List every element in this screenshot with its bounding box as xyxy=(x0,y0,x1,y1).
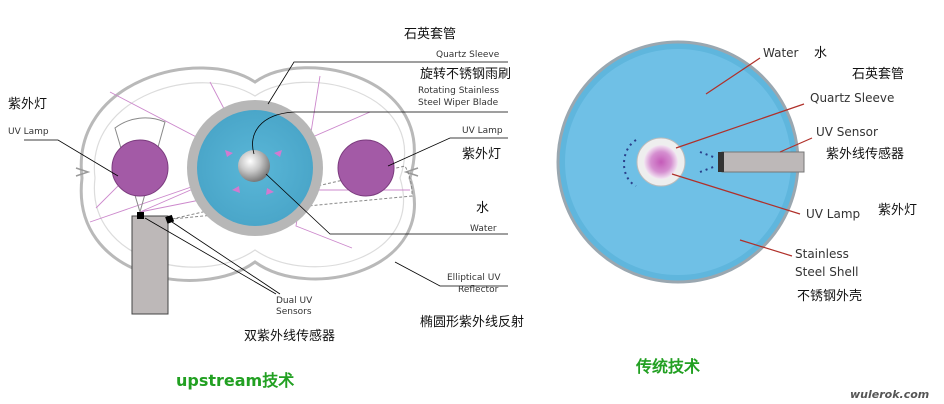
watermark: wulerok.com xyxy=(850,388,929,401)
uv-lamp-center xyxy=(644,145,678,179)
wiper-blade-ball xyxy=(238,150,270,182)
uv-sensor-face xyxy=(718,152,724,172)
uv-lamp-right-diagram-label-en: UV Lamp xyxy=(806,207,860,221)
reflector-notch-right xyxy=(403,167,419,177)
shell-label-cn: 不锈钢外壳 xyxy=(797,289,862,304)
lamp-left-view-cone xyxy=(114,117,166,214)
quartz-label-right-cn: 石英套管 xyxy=(852,66,904,82)
wiper-label-en-line2: Steel Wiper Blade xyxy=(418,98,499,108)
wiper-label-en-line1: Rotating Stainless xyxy=(418,86,499,96)
left-leader-lines xyxy=(24,61,508,295)
reflector-notch-left xyxy=(75,167,91,177)
water-label-right-en: Water xyxy=(763,46,799,60)
elliptical-reflector-inner xyxy=(93,81,406,268)
reflector-label-cn: 椭圆形紫外线反射 xyxy=(420,314,524,330)
sensor-housing xyxy=(131,215,169,315)
water-label-cn: 水 xyxy=(476,201,489,216)
uv-lamp-left-label-cn: 紫外灯 xyxy=(8,97,47,112)
uv-sensor-label-cn: 紫外线传感器 xyxy=(826,146,904,162)
uv-lamp-right-label-cn: 紫外灯 xyxy=(462,147,501,162)
traditional-caption: 传统技术 xyxy=(635,357,700,376)
uv-lamp-left xyxy=(111,139,169,197)
uv-lamp-left-label-en: UV Lamp xyxy=(8,127,49,137)
sensors-label-en-line1: Dual UV xyxy=(276,296,313,306)
sensor-field-dots xyxy=(623,139,717,187)
shell-label-en-line2: Steel Shell xyxy=(795,265,859,279)
shell-label-en-line1: Stainless xyxy=(795,247,849,261)
lamp-right-view-cone xyxy=(171,165,413,220)
uv-sensor-body xyxy=(721,151,805,173)
upstream-caption: upstream技术 xyxy=(176,371,294,390)
traditional-diagram: Water 水 石英套管 Quartz Sleeve UV Sensor 紫外线… xyxy=(556,40,917,376)
uv-lamp-right xyxy=(337,139,395,197)
quartz-sleeve-label-en: Quartz Sleeve xyxy=(436,50,500,60)
dual-uv-sensor-right xyxy=(165,214,175,224)
quartz-sleeve-label-cn: 石英套管 xyxy=(404,26,456,42)
wiper-label-cn: 旋转不锈钢雨刷 xyxy=(420,67,511,82)
right-leader-lines xyxy=(671,57,813,257)
quartz-label-right-en: Quartz Sleeve xyxy=(810,91,894,105)
upstream-diagram: 石英套管 Quartz Sleeve 旋转不锈钢雨刷 Rotating Stai… xyxy=(8,26,524,390)
dual-uv-sensor-left xyxy=(137,212,144,219)
reflector-label-en-line2: Reflector xyxy=(458,285,499,295)
sensors-label-en-line2: Sensors xyxy=(276,307,312,317)
reflector-label-en-line1: Elliptical UV xyxy=(447,273,501,283)
uv-sensor-label-en: UV Sensor xyxy=(816,125,878,139)
sensors-label-cn: 双紫外线传感器 xyxy=(244,328,335,344)
uv-arrows xyxy=(225,150,282,195)
uv-lamp-right-diagram-label-cn: 紫外灯 xyxy=(878,203,917,218)
water-label-right-cn: 水 xyxy=(814,46,827,61)
water-label-en: Water xyxy=(470,224,497,234)
uv-lamp-right-label-en: UV Lamp xyxy=(462,126,503,136)
